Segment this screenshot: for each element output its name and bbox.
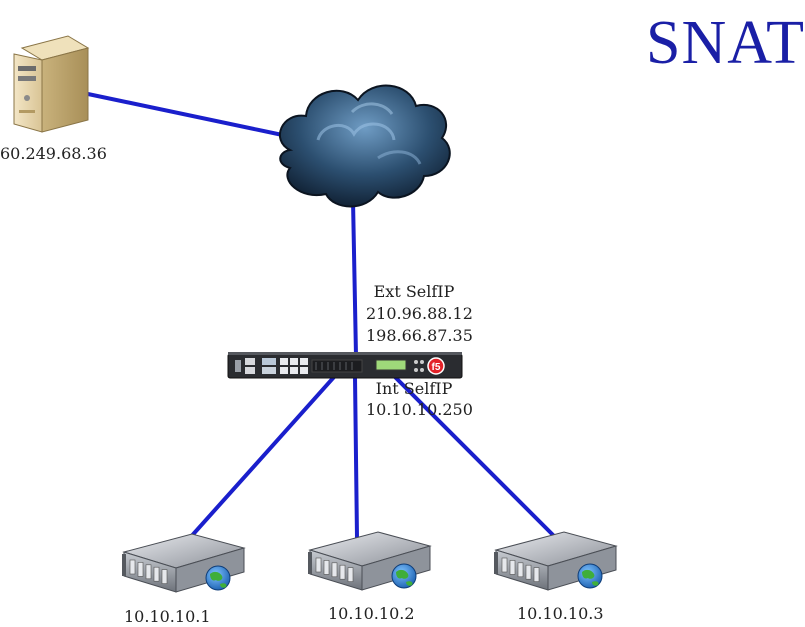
server-1-ip-label: 10.10.10.1: [124, 607, 211, 626]
server-3-ip-label: 10.10.10.3: [517, 604, 604, 623]
ext-selfip-address-2: 198.66.87.35: [366, 326, 473, 345]
server-1-icon[interactable]: [122, 533, 246, 593]
server-2-ip-label: 10.10.10.2: [328, 604, 415, 623]
f5-big-ip-appliance-icon[interactable]: f5: [227, 352, 463, 379]
client-server-icon[interactable]: [13, 35, 90, 133]
link-f5-server-2: [353, 375, 359, 540]
int-selfip-address: 10.10.10.250: [366, 400, 473, 419]
network-links: [48, 84, 558, 542]
link-f5-server-3: [393, 375, 558, 540]
link-cloud-f5: [351, 198, 358, 358]
server-3-globe-icon: [577, 563, 603, 589]
server-3-icon[interactable]: [494, 531, 618, 591]
link-f5-server-1: [186, 375, 336, 542]
svg-text:f5: f5: [432, 362, 441, 373]
server-1-globe-icon: [205, 565, 231, 591]
ext-selfip-address-1: 210.96.88.12: [366, 304, 473, 323]
diagram-title: SNAT: [646, 9, 805, 77]
ext-selfip-heading: Ext SelfIP: [373, 282, 455, 301]
link-client-cloud: [48, 84, 294, 139]
server-group: [122, 531, 618, 593]
client-ip-label: 60.249.68.36: [0, 144, 107, 163]
int-selfip-heading: Int SelfIP: [375, 379, 453, 398]
server-2-globe-icon: [391, 563, 417, 589]
server-2-icon[interactable]: [308, 531, 432, 591]
internet-cloud-icon: [278, 84, 451, 208]
